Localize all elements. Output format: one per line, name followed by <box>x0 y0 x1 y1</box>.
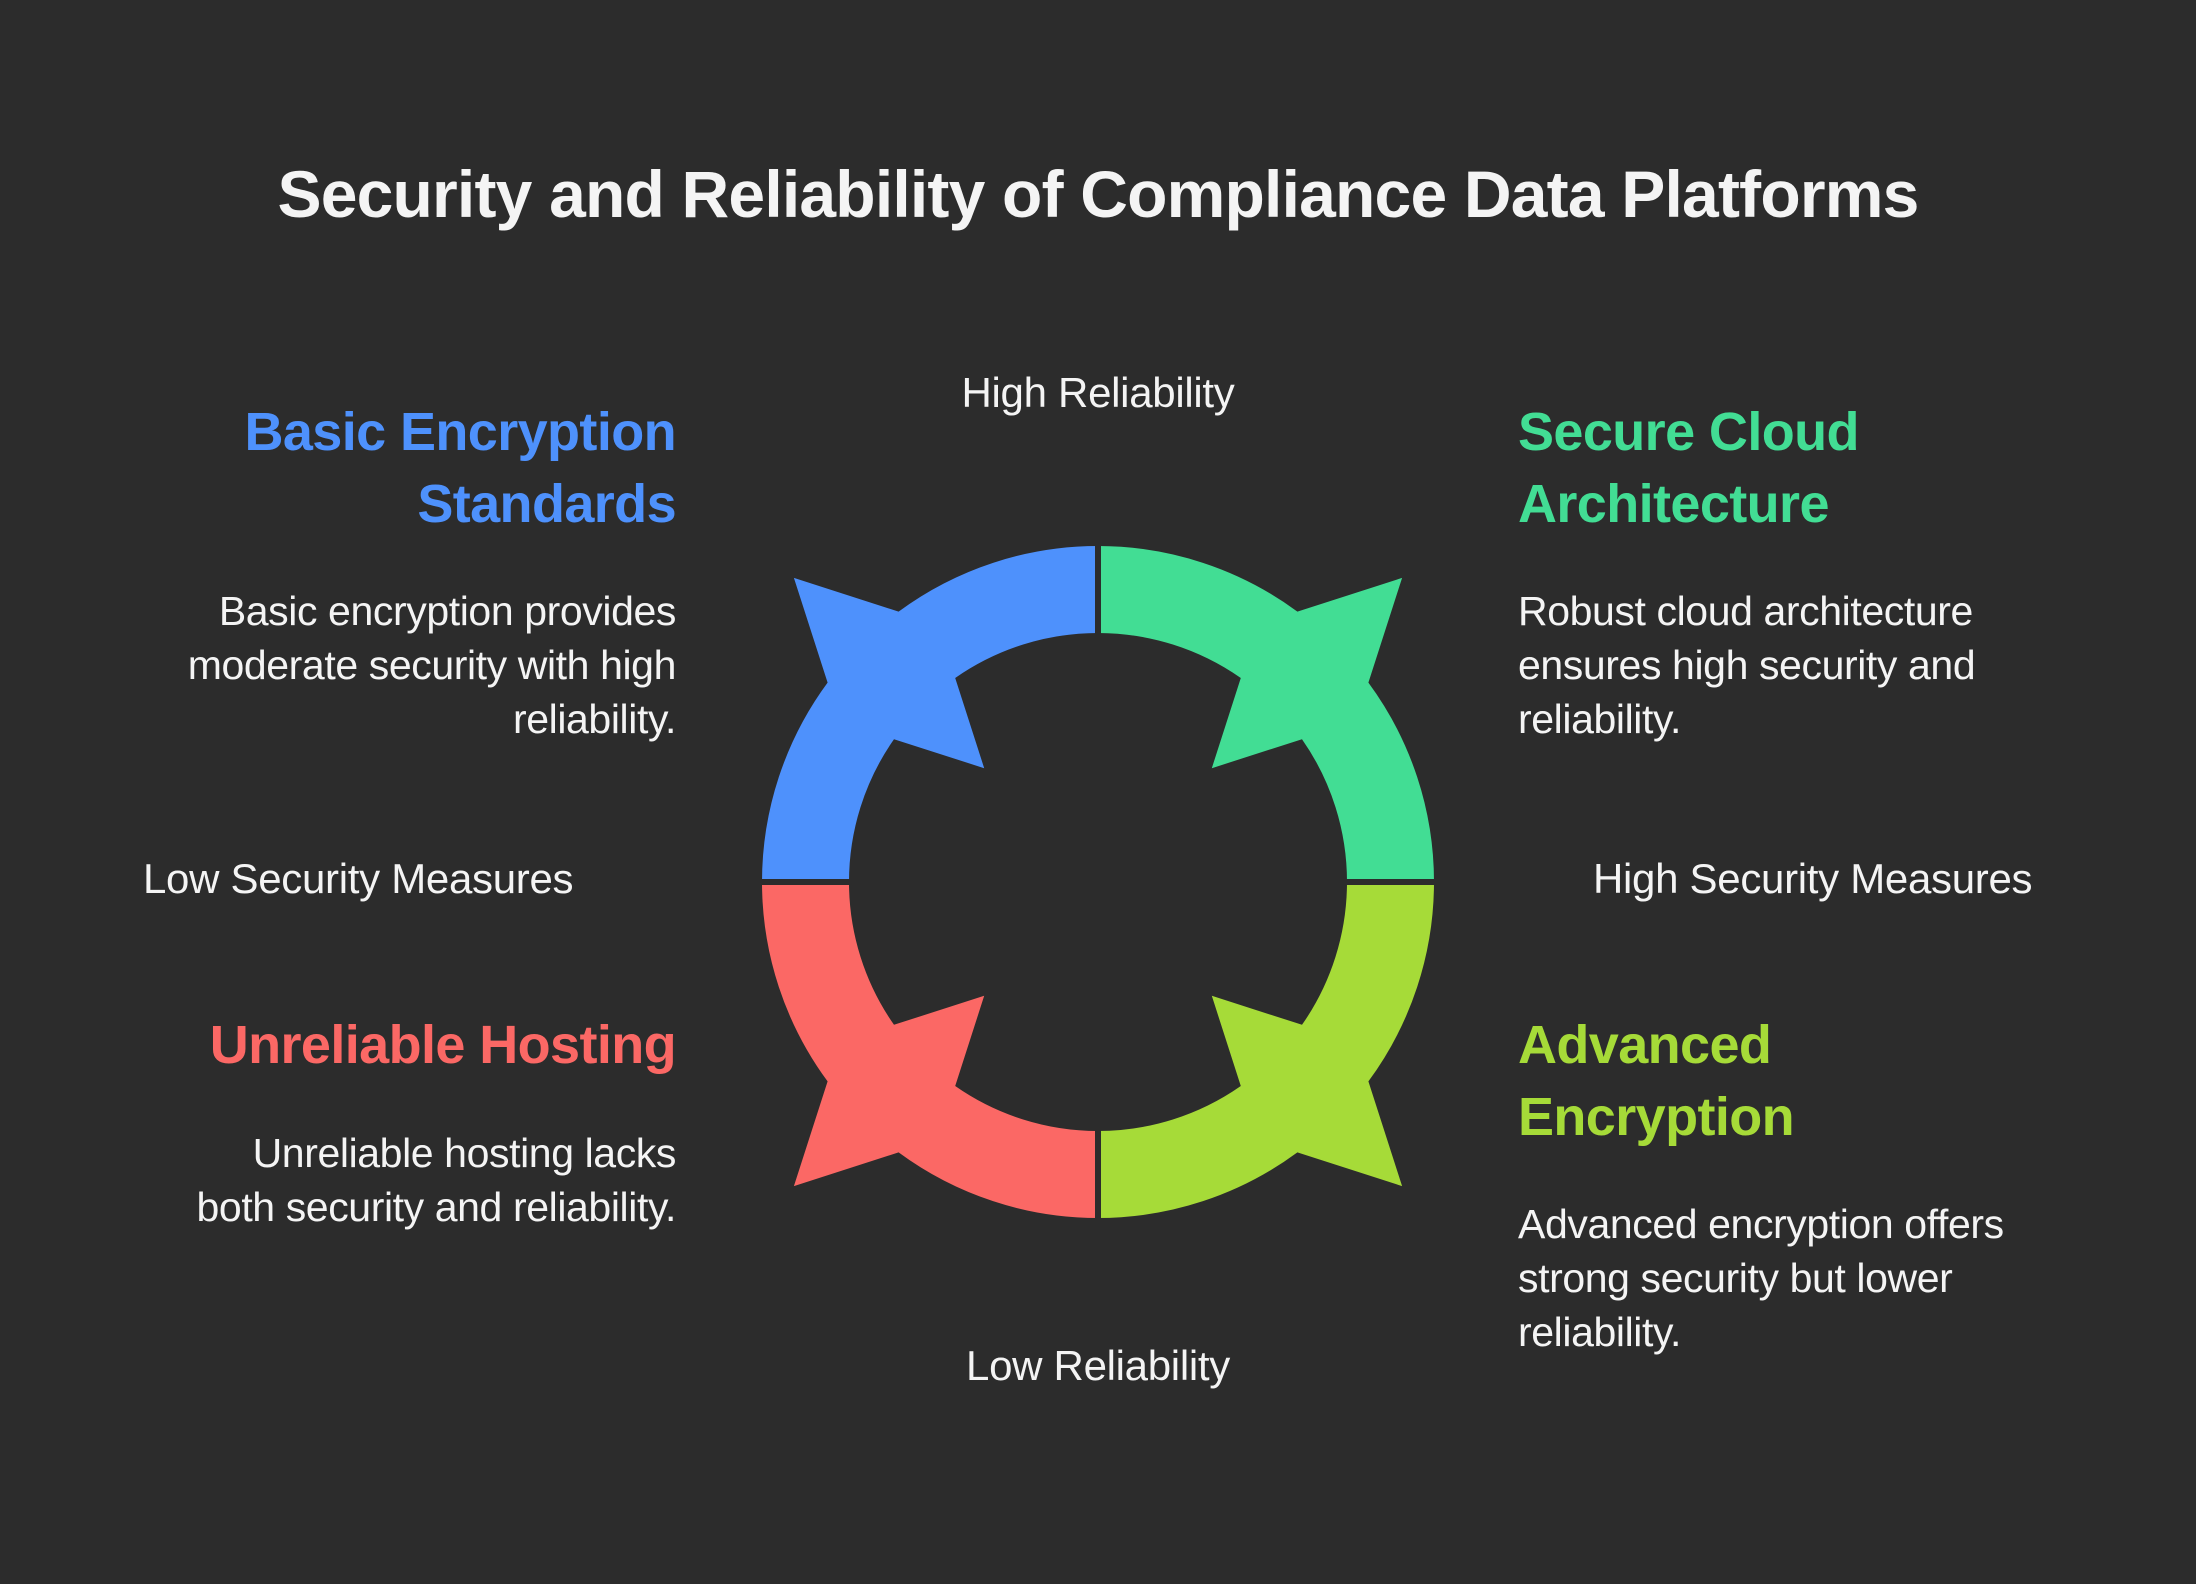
description-line: Robust cloud architecture <box>1518 588 1973 634</box>
ring-segment-unreliable-hosting <box>762 882 1098 1218</box>
axis-label-high-reliability: High Reliability <box>961 369 1235 416</box>
description-line: both security and reliability. <box>196 1184 677 1230</box>
quadrant-heading: Advanced Encryption <box>1518 1009 2078 1153</box>
description-line: reliability. <box>512 696 676 742</box>
quadrant-unreliable-hosting: Unreliable Hosting Unreliable hosting la… <box>116 1009 677 1234</box>
ring-segment-advanced-encryption <box>1098 882 1434 1218</box>
quadrant-basic-encryption-standards: Basic Encryption Standards Basic encrypt… <box>116 396 677 746</box>
heading-line: Basic Encryption <box>244 402 676 462</box>
ring-segment-basic-encryption-standards <box>762 546 1098 882</box>
description-line: Basic encryption provides <box>218 588 677 634</box>
description-line: reliability. <box>1518 1309 1682 1355</box>
description-line: reliability. <box>1518 696 1682 742</box>
ring-segment-secure-cloud-architecture <box>1098 546 1434 882</box>
description-line: Advanced encryption offers <box>1518 1201 2004 1247</box>
heading-line: Advanced <box>1518 1015 1772 1075</box>
description-line: Unreliable hosting lacks <box>252 1130 677 1176</box>
horizontal-separator <box>757 879 1439 885</box>
quadrant-heading: Secure Cloud Architecture <box>1518 396 2078 540</box>
quadrant-description: Unreliable hosting lacks both security a… <box>116 1126 677 1234</box>
quadrant-heading: Basic Encryption Standards <box>116 396 676 540</box>
quadrant-heading: Unreliable Hosting <box>116 1009 677 1081</box>
axis-label-low-security: Low Security Measures <box>143 855 574 902</box>
description-line: ensures high security and <box>1518 642 1976 688</box>
heading-line: Encryption <box>1518 1087 1795 1147</box>
quadrant-description: Basic encryption provides moderate secur… <box>116 584 677 746</box>
description-line: strong security but lower <box>1518 1255 1953 1301</box>
quadrant-secure-cloud-architecture: Secure Cloud Architecture Robust cloud a… <box>1518 396 2078 746</box>
axis-label-low-reliability: Low Reliability <box>966 1342 1230 1389</box>
quadrant-description: Advanced encryption offers strong securi… <box>1518 1197 2078 1359</box>
description-line: moderate security with high <box>187 642 677 688</box>
heading-line: Standards <box>417 474 676 534</box>
heading-line: Secure Cloud <box>1518 402 1859 462</box>
quadrant-advanced-encryption: Advanced Encryption Advanced encryption … <box>1518 1009 2078 1359</box>
quadrant-description: Robust cloud architecture ensures high s… <box>1518 584 2078 746</box>
heading-line: Architecture <box>1518 474 1830 534</box>
heading-line: Unreliable Hosting <box>209 1015 677 1075</box>
page-title: Security and Reliability of Compliance D… <box>277 157 1919 231</box>
axis-label-high-security: High Security Measures <box>1593 855 2033 902</box>
